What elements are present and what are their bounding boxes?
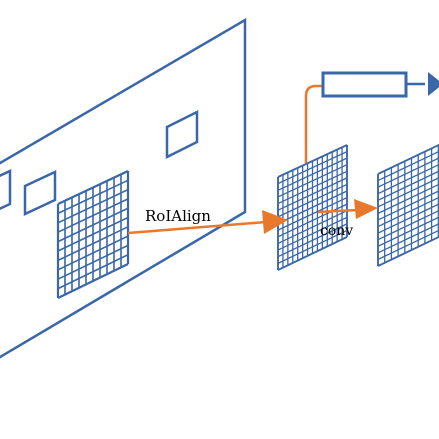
conv-output-grid [377,143,439,267]
grid-line [277,216,348,251]
grid-line [57,216,129,252]
grid-line [377,163,439,195]
grid-line [277,177,348,211]
grid-line [277,229,348,264]
grid-line [57,235,129,271]
roi-grid-on-feature-map [56,170,130,299]
grid-line [57,207,129,243]
grid-line [377,190,439,221]
grid-line [377,235,439,267]
grid-line [277,170,348,205]
roi-feature-grid [277,144,348,271]
grid-line [57,188,129,224]
grid-line [277,196,348,231]
region-box-small [23,170,57,216]
grid-line [377,209,439,241]
grid-line [377,177,439,208]
grid-line [377,223,439,254]
grid-line [277,223,348,258]
grid-line [277,183,348,218]
grid-line [377,216,439,247]
region-box-upper [165,109,199,160]
grid-line [57,244,129,280]
grid-line [57,198,129,233]
grid-line [277,203,348,238]
roialign-label: RoIAlign [145,207,211,225]
region-box-left-partial [0,169,12,211]
fc-output-arrow [406,72,439,96]
grid-line [277,157,348,191]
grid-line [377,196,439,228]
roialign-arrow [127,210,288,235]
grid-line [377,170,439,201]
branch-connector [304,84,322,163]
grid-line [277,236,348,271]
conv-arrow [317,199,378,219]
grid-line [277,190,348,225]
grid-line [277,164,348,198]
fc-box [321,71,408,98]
grid-line [57,226,129,262]
feature-map-plane [0,17,247,359]
conv-label: conv [320,223,353,239]
grid-line [377,203,439,234]
grid-line [377,229,439,261]
grid-line [277,144,348,178]
grid-line [277,150,348,185]
grid-line [57,170,129,205]
grid-line [57,263,129,299]
grid-line [277,210,348,245]
grid-line [377,150,439,182]
grid-line [57,253,129,290]
grid-line [377,183,439,215]
grid-line [377,143,439,175]
grid-line [377,157,439,188]
grid-line [57,179,129,215]
